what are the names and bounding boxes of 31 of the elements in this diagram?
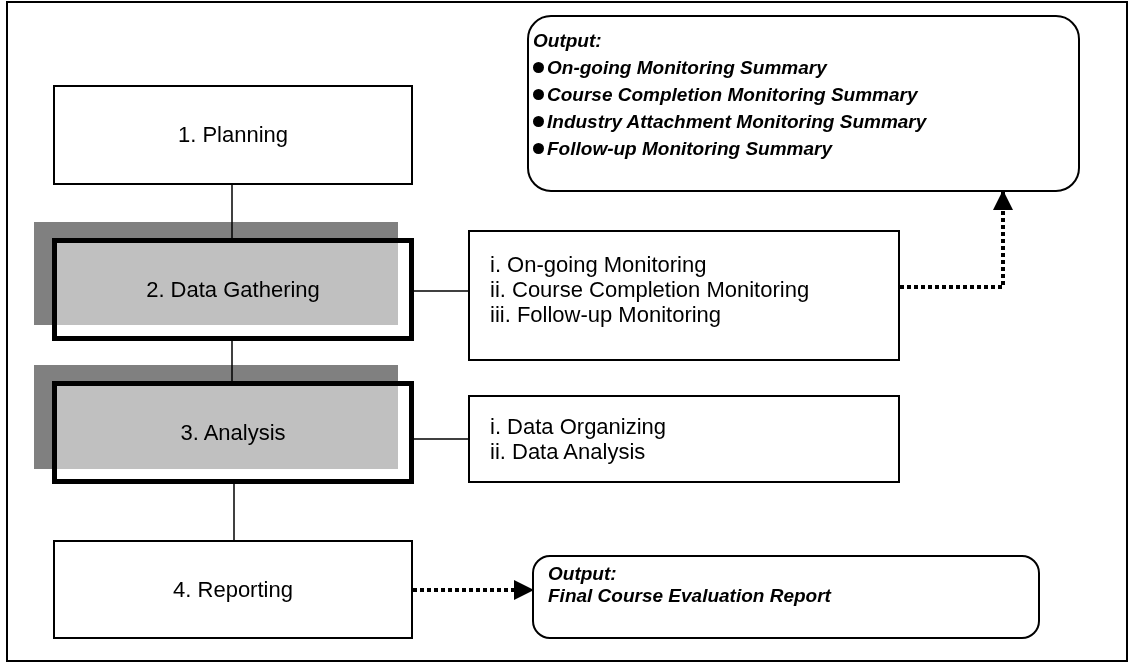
list-item: ii. Course Completion Monitoring bbox=[490, 277, 810, 302]
output-item: Industry Attachment Monitoring Summary bbox=[547, 110, 927, 134]
output-heading: Output: bbox=[548, 563, 617, 585]
process-box bbox=[52, 381, 414, 484]
output-item: Course Completion Monitoring Summary bbox=[547, 83, 918, 107]
list-item: iii. Follow-up Monitoring bbox=[490, 302, 722, 327]
step-label: 3. Analysis bbox=[179, 419, 287, 446]
step-label: 4. Reporting bbox=[172, 576, 294, 603]
connector-line bbox=[231, 184, 233, 239]
output-item: On-going Monitoring Summary bbox=[547, 56, 827, 80]
output-box bbox=[527, 15, 1080, 192]
connector-line bbox=[413, 290, 469, 292]
connector-line bbox=[231, 340, 233, 382]
step-label: 1. Planning bbox=[176, 122, 290, 148]
output-item: Final Course Evaluation Report bbox=[548, 585, 831, 607]
output-box bbox=[532, 555, 1040, 639]
process-box bbox=[53, 85, 413, 185]
list-item: ii. Data Analysis bbox=[490, 439, 646, 464]
output-heading: Output: bbox=[533, 29, 602, 53]
arrow bbox=[413, 580, 534, 600]
connector-line bbox=[413, 438, 469, 440]
list-item: i. Data Organizing bbox=[490, 414, 667, 439]
step-label: 2. Data Gathering bbox=[145, 276, 321, 303]
process-box bbox=[53, 540, 413, 639]
process-box bbox=[52, 238, 414, 341]
list-box bbox=[468, 395, 900, 483]
arrow bbox=[900, 190, 1013, 289]
connector-line bbox=[233, 483, 235, 541]
output-item: Follow-up Monitoring Summary bbox=[547, 137, 832, 161]
list-item: i. On-going Monitoring bbox=[490, 252, 707, 277]
list-box bbox=[468, 230, 900, 361]
